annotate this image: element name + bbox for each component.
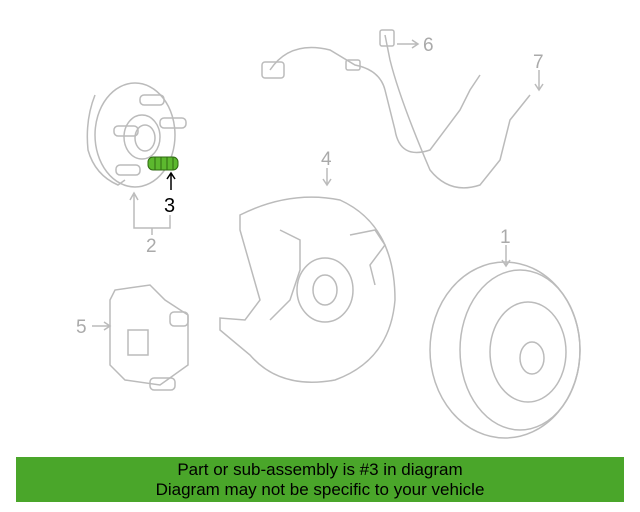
abs-sensor-harness xyxy=(261,29,531,189)
callout-2: 2 xyxy=(146,236,157,257)
brake-rotor xyxy=(429,261,581,439)
banner-line-2: Diagram may not be specific to your vehi… xyxy=(155,480,485,499)
caliper xyxy=(109,284,189,391)
parts-diagram: 1 2 3 4 5 6 7 xyxy=(76,29,581,439)
part-info-banner: Part or sub-assembly is #3 in diagram Di… xyxy=(16,457,624,502)
callout-7: 7 xyxy=(533,52,544,73)
callout-1: 1 xyxy=(500,227,511,248)
callout-5: 5 xyxy=(76,317,87,338)
banner-line-1: Part or sub-assembly is #3 in diagram xyxy=(177,460,463,479)
wheel-stud-highlighted[interactable] xyxy=(147,156,179,171)
callout-3[interactable]: 3 xyxy=(164,195,175,217)
callout-6: 6 xyxy=(423,35,434,56)
hub-assembly xyxy=(86,82,187,188)
callout-4: 4 xyxy=(321,149,332,170)
backing-plate xyxy=(219,196,396,383)
